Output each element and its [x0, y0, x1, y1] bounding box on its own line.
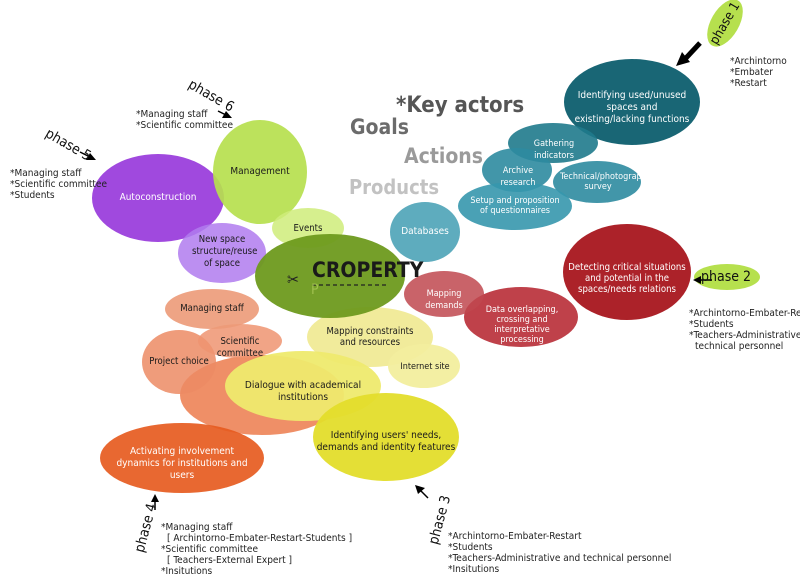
node-technical-survey: Technical/photographic survey — [560, 172, 654, 192]
node-managing-staff: Managing staff — [180, 303, 244, 314]
node-new-space: New space structure/reuse of space — [192, 234, 258, 269]
actors-phase5: *Managing staff *Scientific committee *S… — [10, 168, 107, 201]
ellipse-management — [213, 120, 307, 224]
ellipse-technical — [553, 161, 641, 203]
ellipse-activating — [100, 423, 264, 493]
phase1-badge — [707, 0, 743, 47]
actor-line: *Archintorno-Embater-Restart — [689, 308, 800, 319]
ellipse-scientific-committee — [198, 324, 282, 358]
actor-line: *Restart — [730, 78, 767, 89]
actors-phase3: *Archintorno-Embater-Restart *Students *… — [448, 531, 671, 575]
center-sub: P — [311, 282, 319, 298]
ellipse-identifying-users — [313, 393, 459, 481]
node-mapping-constraints: Mapping constraints and resources — [326, 326, 414, 348]
actor-line: *Scientific committee — [136, 120, 233, 131]
actor-line: *Managing staff — [161, 522, 233, 533]
actor-line: [ Teachers-External Expert ] — [167, 555, 293, 566]
actor-line: *Managing staff — [136, 109, 208, 120]
actors-phase2: *Archintorno-Embater-Restart *Students *… — [689, 308, 800, 352]
node-project-choice: Project choice — [149, 356, 209, 367]
actor-line: technical personnel — [695, 341, 784, 352]
node-data-overlapping: Data overlapping, crossing and interpret… — [485, 305, 559, 345]
actor-line: *Insitutions — [161, 566, 213, 577]
ellipse-data-overlapping — [464, 287, 578, 347]
node-archive-research: Archive research — [500, 166, 536, 188]
actor-line: *Managing staff — [10, 168, 82, 179]
node-setup-questionnaires: Setup and proposition of questionnaires — [470, 196, 560, 216]
ellipse-project-choice — [142, 330, 216, 394]
actor-line: *Scientific committee — [10, 179, 107, 190]
node-mapping-demands: Mapping demands — [425, 289, 463, 311]
node-management: Management — [230, 166, 290, 177]
node-scientific-committee: Scientific committee — [216, 336, 264, 359]
phase2-badge — [694, 264, 760, 290]
ellipse-mapping-demands — [404, 271, 484, 317]
legend-goals: Goals — [350, 115, 409, 139]
ellipse-identifying-spaces — [564, 59, 700, 145]
scissors-icon: ✂ — [287, 270, 300, 289]
node-identifying-spaces: Identifying used/unused spaces and exist… — [574, 90, 690, 125]
actor-line: *Insitutions — [448, 564, 500, 575]
node-autoconstruction: Autoconstruction — [119, 192, 197, 203]
ellipse-new-space — [178, 223, 266, 283]
actors-phase4: *Managing staff [ Archintorno-Embater-Re… — [161, 522, 352, 577]
actors-phase1: *Archintorno *Embater *Restart — [730, 56, 787, 89]
actor-line: *Teachers-Administrative and technical p… — [448, 553, 672, 564]
actors-phase6: *Managing staff *Scientific committee — [136, 109, 233, 131]
actor-line: *Embater — [730, 67, 773, 78]
actor-line: [ Archintorno-Embater-Restart-Students ] — [167, 533, 353, 544]
node-activating: Activating involvement dynamics for inst… — [116, 446, 248, 481]
ellipse-center — [255, 234, 405, 318]
node-detecting-critical: Detecting critical situations and potent… — [568, 262, 686, 295]
phase2-arrow-icon — [693, 276, 712, 284]
legend-key-actors: *Key actors — [396, 93, 525, 118]
ellipse-detecting — [563, 224, 691, 320]
legend-products: Products — [349, 175, 440, 199]
node-databases: Databases — [401, 226, 449, 237]
phase5-arrow-icon — [79, 151, 96, 160]
legend-actions: Actions — [404, 144, 484, 168]
phase2-label: phase 2 — [701, 269, 752, 285]
actor-line: *Students — [448, 542, 493, 553]
actor-line: *Students — [10, 190, 55, 201]
actor-line: *Teachers-Administrative and — [689, 330, 800, 341]
ellipse-internet-site — [388, 344, 460, 388]
ellipse-archive — [482, 148, 552, 192]
ellipse-autoconstruction — [92, 154, 224, 242]
actor-line: *Students — [689, 319, 734, 330]
node-identifying-users: Identifying users' needs, demands and id… — [316, 430, 456, 453]
center-title: CROPERTY — [312, 258, 424, 282]
ellipse-managing-staff — [165, 289, 259, 329]
actor-line: *Archintorno — [730, 56, 787, 67]
actor-line: *Archintorno-Embater-Restart — [448, 531, 582, 542]
phase1-arrow-icon — [676, 41, 702, 66]
phase3-arrow-icon — [415, 485, 429, 499]
actor-line: *Scientific committee — [161, 544, 258, 555]
node-internet-site: Internet site — [400, 362, 450, 372]
phase6-arrow-icon — [217, 110, 232, 118]
phase4-arrow-icon — [151, 494, 159, 510]
node-dialogue: Dialogue with academical institutions — [244, 380, 362, 403]
node-events: Events — [293, 223, 323, 234]
node-gathering-indicators: Gathering indicators — [533, 139, 575, 161]
ellipse-setup — [458, 182, 572, 230]
ellipse-databases — [390, 202, 460, 262]
